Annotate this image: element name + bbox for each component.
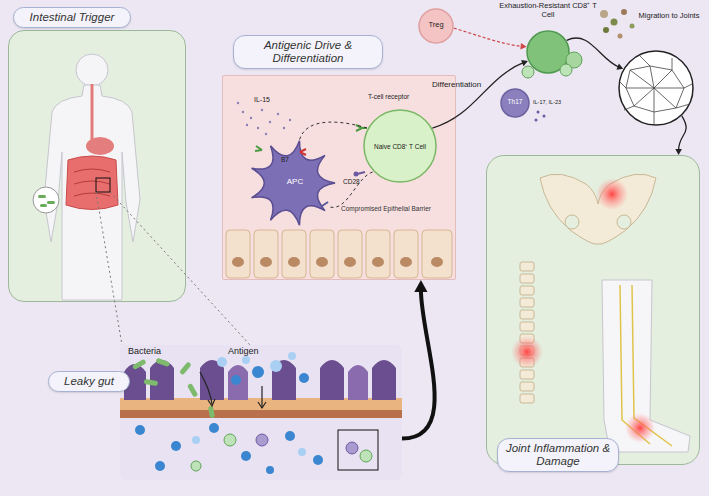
cell-shape bbox=[619, 51, 693, 125]
node-text: Exhaustion-Resistant CD8⁺ T Cell bbox=[496, 2, 600, 19]
treg-cell: Treg bbox=[418, 8, 454, 44]
heading-pill: Joint Inflammation & Damage bbox=[497, 438, 619, 472]
text-label: CD28 bbox=[343, 178, 360, 185]
heading-pill: Antigenic Drive & Differentiation bbox=[233, 35, 383, 69]
heading-pill: Leaky gut bbox=[48, 371, 130, 392]
text-label: T-cell receptor bbox=[368, 93, 409, 100]
stage-panel: Intestinal Trigger bbox=[8, 30, 186, 302]
node-text: Compromised Epithelial Barrier bbox=[319, 205, 453, 212]
cell-shape bbox=[527, 31, 569, 73]
node-text: Treg bbox=[418, 21, 454, 30]
connector bbox=[300, 122, 368, 140]
text-label: Antigen bbox=[228, 347, 259, 357]
heading-pill: Intestinal Trigger bbox=[13, 7, 131, 28]
circle-outline bbox=[526, 30, 570, 74]
process-panel: Antigenic Drive & DifferentiationComprom… bbox=[222, 75, 456, 280]
stage-panel: Joint Inflammation & Damage bbox=[486, 155, 700, 465]
text-label: Bacteria bbox=[128, 347, 161, 357]
node-text: Th17 bbox=[500, 98, 530, 105]
connector bbox=[454, 28, 522, 46]
text-label: IL-15 bbox=[254, 96, 270, 104]
connector bbox=[432, 63, 523, 128]
text-label: IL-17, IL-23 bbox=[533, 99, 561, 105]
cytokine-dots bbox=[600, 9, 635, 39]
node-text: Naive CD8⁺ T Cell bbox=[371, 143, 429, 150]
th17-cell: Th17 bbox=[500, 88, 530, 118]
arrow-head bbox=[616, 64, 623, 70]
circle-outline bbox=[618, 50, 694, 126]
gut-tissue bbox=[120, 345, 402, 480]
connector bbox=[402, 290, 435, 439]
arrow-head bbox=[521, 60, 528, 66]
arrow-head bbox=[414, 280, 427, 292]
t-cell: Naive CD8⁺ T Cell bbox=[363, 109, 437, 183]
connector bbox=[330, 172, 373, 208]
cell-shape bbox=[364, 110, 436, 182]
arrow-head bbox=[520, 43, 526, 50]
t-cell: Exhaustion-Resistant CD8⁺ T Cell bbox=[526, 30, 570, 74]
cell-shape bbox=[419, 9, 453, 43]
gut-tissue-panel: Leaky gut bbox=[120, 335, 402, 483]
arrow-head bbox=[675, 149, 682, 155]
text-label: B7 bbox=[281, 156, 289, 163]
apc-shape bbox=[252, 141, 335, 226]
cytokine-dots bbox=[535, 111, 546, 122]
node-text: Migration to Joints bbox=[636, 12, 702, 21]
node-text: APC bbox=[280, 177, 310, 186]
connector bbox=[679, 116, 687, 150]
connector bbox=[567, 38, 619, 67]
edge-label: Differentiation bbox=[432, 81, 481, 90]
cell-shape bbox=[501, 89, 529, 117]
joint-tissue-circle: Migration to Joints bbox=[618, 50, 694, 126]
apc-cell: APC bbox=[246, 139, 338, 227]
